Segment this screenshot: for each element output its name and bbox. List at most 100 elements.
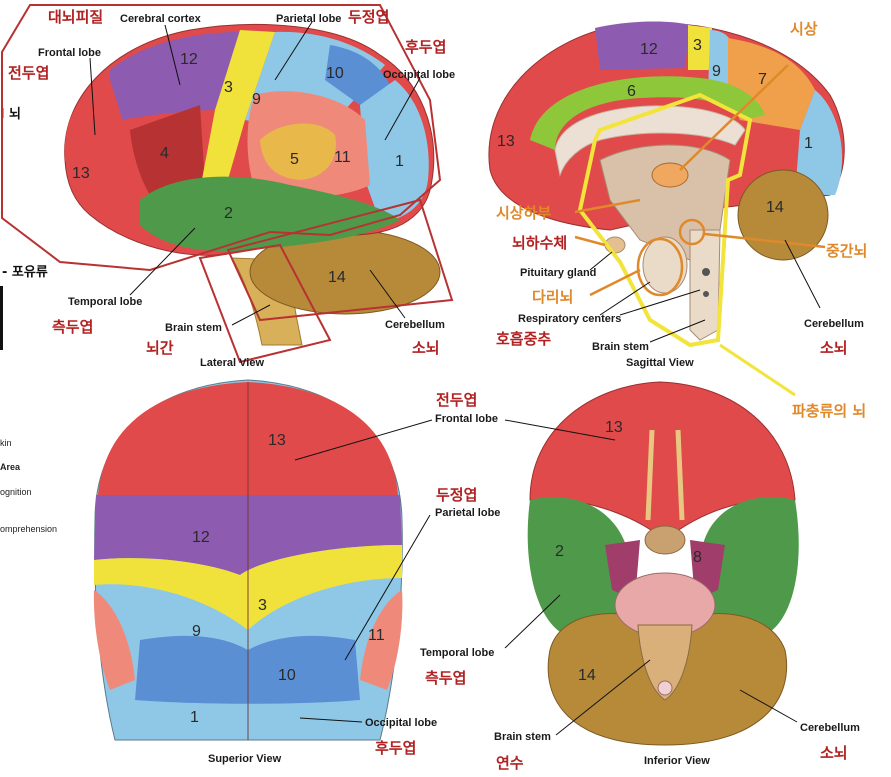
kr-cerebellum-sagittal: 소뇌	[820, 339, 848, 357]
label-cerebellum-sagittal: Cerebellum	[804, 318, 864, 330]
lateral-region-10	[325, 45, 390, 105]
inferior-num-2: 2	[555, 543, 564, 560]
margin-bar	[0, 286, 3, 350]
inferior-num-14: 14	[578, 667, 596, 684]
kr-thalamus: 시상	[790, 20, 818, 38]
superior-num-1: 1	[190, 709, 199, 726]
kr-frontal-lateral: 전두엽	[8, 64, 49, 82]
lateral-num-9: 9	[252, 91, 261, 108]
margin-note-1: kin	[0, 438, 12, 448]
inferior-view: 13 2 8 14 Temporal lobe 측두엽 Brain stem 연…	[420, 381, 860, 772]
lateral-view: 12 10 3 9 4 5 11 1 13 2 14 Cerebral cort…	[1, 4, 455, 369]
lateral-num-13: 13	[72, 165, 90, 182]
kr-pituitary: 뇌하수체	[512, 234, 567, 252]
kr-cerebral-cortex: 대뇌피질	[48, 8, 103, 26]
kr-cerebellum-inferior: 소뇌	[820, 744, 848, 762]
lateral-region-13	[64, 80, 148, 205]
lateral-num-1: 1	[395, 153, 404, 170]
sagittal-region-6	[530, 76, 765, 150]
kr-hypothalamus: 시상하부	[496, 204, 551, 222]
superior-num-12: 12	[192, 529, 210, 546]
kr-occipital-lateral: 후두엽	[405, 38, 446, 56]
lateral-cortex-outline	[1, 4, 442, 272]
kr-temporal-lateral: 측두엽	[52, 318, 93, 336]
sagittal-num-14: 14	[766, 199, 784, 216]
inferior-num-8: 8	[693, 549, 702, 566]
left-margin: l 뇌 - 포유류 kin Area ognition omprehension	[0, 106, 57, 534]
label-cerebellum-inferior: Cerebellum	[800, 722, 860, 734]
kr-respiratory: 호흡중추	[496, 330, 551, 348]
margin-note-4: omprehension	[0, 524, 57, 534]
superior-num-11: 11	[368, 627, 385, 644]
inferior-chiasm	[644, 525, 686, 555]
sagittal-reptile-outline	[577, 92, 753, 348]
margin-fragment-2: - 포유류	[2, 265, 48, 280]
sagittal-brainstem	[689, 229, 721, 341]
label-cerebellum-lateral: Cerebellum	[385, 319, 445, 331]
superior-view: 13 12 3 9 11 10 1 전두엽 Frontal lobe 두정엽 P…	[93, 379, 500, 765]
label-frontal-superior: Frontal lobe	[435, 413, 498, 425]
sagittal-region-3	[688, 25, 712, 70]
superior-num-10: 10	[278, 667, 296, 684]
label-brain-stem-lateral: Brain stem	[165, 322, 222, 334]
label-temporal-inferior: Temporal lobe	[420, 647, 494, 659]
label-parietal-lobe-lateral: Parietal lobe	[276, 13, 341, 25]
label-pituitary: Pituitary gland	[520, 267, 596, 279]
lateral-num-2: 2	[224, 205, 233, 222]
sagittal-num-1: 1	[804, 135, 813, 152]
kr-parietal-lateral: 두정엽	[348, 8, 389, 26]
label-occipital-superior: Occipital lobe	[365, 717, 437, 729]
sagittal-region-12	[595, 21, 690, 70]
label-temporal-lobe-lateral: Temporal lobe	[68, 296, 142, 308]
superior-num-13: 13	[268, 432, 286, 449]
sagittal-cerebellum	[737, 169, 829, 261]
sagittal-pons	[642, 236, 688, 294]
lateral-region-12	[109, 32, 241, 120]
superior-region-11-right	[360, 590, 403, 690]
label-parietal-superior: Parietal lobe	[435, 507, 500, 519]
sagittal-num-3: 3	[693, 37, 702, 54]
kr-midbrain: 중간뇌	[826, 242, 867, 260]
superior-num-3: 3	[258, 597, 267, 614]
kr-occipital-superior: 후두엽	[375, 739, 416, 757]
lateral-region-4	[130, 105, 205, 195]
label-brain-stem-sagittal: Brain stem	[592, 341, 649, 353]
lateral-num-5: 5	[290, 151, 299, 168]
lateral-num-12: 12	[180, 51, 198, 68]
caption-inferior-view: Inferior View	[644, 755, 710, 767]
margin-note-2: Area	[0, 462, 21, 472]
label-occipital-lobe-lateral: Occipital lobe	[383, 69, 455, 81]
lateral-num-10: 10	[326, 65, 344, 82]
sagittal-corpus	[554, 105, 746, 177]
lateral-num-3: 3	[224, 79, 233, 96]
sagittal-thalamus	[651, 162, 689, 188]
label-frontal-lobe-lateral: Frontal lobe	[38, 47, 101, 59]
sagittal-num-13: 13	[497, 133, 515, 150]
inferior-region-13	[529, 381, 796, 541]
sagittal-num-9: 9	[712, 63, 721, 80]
kr-brainstem-lateral: 뇌간	[146, 339, 174, 357]
caption-lateral-view: Lateral View	[200, 357, 264, 369]
kr-parietal-superior: 두정엽	[436, 486, 477, 504]
margin-fragment-1: l 뇌	[0, 106, 21, 122]
inferior-num-13: 13	[605, 419, 623, 436]
inferior-region-2-right	[699, 497, 799, 636]
sagittal-num-6: 6	[627, 83, 636, 100]
caption-sagittal-view: Sagittal View	[626, 357, 694, 369]
lateral-region-1	[360, 80, 429, 222]
lateral-num-11: 11	[334, 149, 351, 166]
label-brain-stem-inferior: Brain stem	[494, 731, 551, 743]
margin-note-3: ognition	[0, 487, 32, 497]
label-respiratory: Respiratory centers	[518, 313, 621, 325]
sagittal-num-7: 7	[758, 71, 767, 88]
inferior-medulla	[637, 624, 693, 701]
superior-region-11-left	[93, 590, 135, 690]
lateral-region-3	[200, 30, 275, 190]
lateral-num-14: 14	[328, 269, 346, 286]
lateral-cerebellum-outline	[226, 198, 454, 322]
sagittal-region-1	[795, 90, 843, 195]
kr-frontal-superior: 전두엽	[436, 391, 477, 409]
kr-cerebellum-lateral: 소뇌	[412, 339, 440, 357]
superior-num-9: 9	[192, 623, 201, 640]
